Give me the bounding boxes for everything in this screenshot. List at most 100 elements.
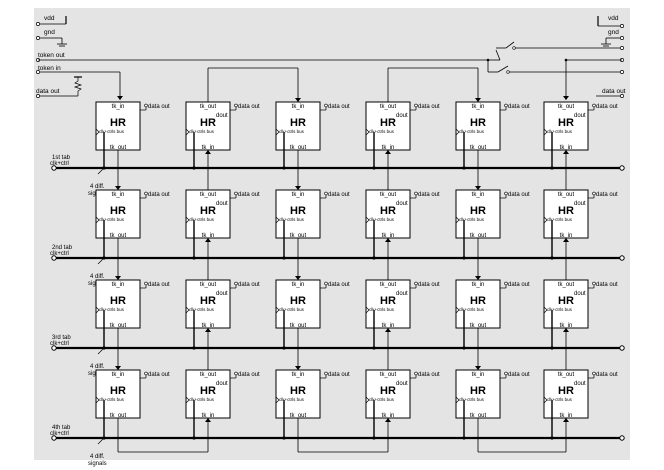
data-out-left-label: data out: [36, 88, 60, 95]
clock-input-marker: [95, 128, 100, 136]
cell-bus-label: clk+ctrls bus: [189, 397, 215, 402]
cell-data-out-label: data out: [148, 372, 170, 378]
data-out-terminal: [414, 371, 418, 376]
cell-bottom-port: tk_out: [470, 413, 487, 419]
cell-name: HR: [558, 295, 574, 307]
cell-data-out-label: data out: [328, 104, 350, 110]
clock-input-marker: [275, 306, 280, 314]
bus-slash: [97, 438, 104, 445]
cell-bus-label: clk+ctrls bus: [279, 307, 305, 312]
token-links: [117, 67, 567, 453]
arrow-head: [205, 328, 211, 332]
hr-cell-box: [543, 189, 589, 239]
cell-bottom-port: tk_out: [110, 233, 127, 239]
clock-input-marker: [543, 128, 548, 136]
cell-name: HR: [470, 385, 486, 397]
clock-input-marker: [455, 396, 460, 404]
cell-name: HR: [290, 385, 306, 397]
cell-dout-label: dout: [574, 201, 586, 207]
cell-bus-label: clk+ctrls bus: [369, 307, 395, 312]
cell-top-port: tk_out: [558, 192, 575, 198]
bus-junction: [282, 436, 286, 440]
clock-input-marker: [95, 306, 100, 314]
cell-name: HR: [380, 295, 396, 307]
bus-junction: [462, 346, 466, 350]
data-out-terminal: [592, 281, 596, 286]
data-out-terminal: [234, 281, 238, 286]
bus-terminal-right: [619, 165, 625, 171]
cell-name: HR: [110, 205, 126, 217]
bus-label: clk+ctrl: [50, 161, 69, 167]
clock-input-marker: [543, 396, 548, 404]
clock-input-marker: [455, 306, 460, 314]
cell-name: HR: [110, 117, 126, 129]
cell-dout-label: dout: [396, 381, 408, 387]
bus-slash: [97, 258, 104, 265]
bus-terminal-left: [51, 255, 57, 261]
cell-top-port: tk_in: [112, 104, 125, 110]
cell-name: HR: [558, 205, 574, 217]
data-out-terminal: [414, 281, 418, 286]
cell-dout-label: dout: [216, 291, 228, 297]
left-rails: vdd gnd token out token in data out: [36, 15, 123, 100]
bus-slash: [97, 348, 104, 355]
bus-terminal-left: [51, 165, 57, 171]
cell-data-out-label: data out: [328, 372, 350, 378]
cell-name: HR: [470, 205, 486, 217]
bus-terminal-right: [619, 345, 625, 351]
bus-junction: [192, 166, 196, 170]
right-rails: vdd gnd data out: [38, 15, 626, 100]
data-out-terminal: [324, 371, 328, 376]
bus-junction: [102, 166, 106, 170]
bus-junction: [192, 436, 196, 440]
clock-input-marker: [275, 396, 280, 404]
cell-bottom-port: tk_in: [560, 233, 573, 239]
cell-bus-label: clk+ctrls bus: [189, 307, 215, 312]
clock-input-marker: [185, 396, 190, 404]
data-out-terminal: [234, 103, 238, 108]
data-out-terminal: [504, 103, 508, 108]
cell-dout-label: dout: [574, 113, 586, 119]
data-out-terminal: [234, 191, 238, 196]
bus-signal-count: 4 diff.: [90, 184, 105, 190]
cell-bus-label: clk+ctrls bus: [459, 397, 485, 402]
cell-top-port: tk_out: [380, 372, 397, 378]
cell-bus-label: clk+ctrls bus: [369, 397, 395, 402]
bus-junction: [102, 436, 106, 440]
cell-top-port: tk_out: [558, 282, 575, 288]
cell-data-out-label: data out: [508, 282, 530, 288]
bus-junction: [372, 166, 376, 170]
cell-data-out-label: data out: [596, 372, 618, 378]
token-out-label: token out: [38, 52, 65, 59]
cell-bottom-port: tk_in: [202, 145, 215, 151]
bus-junction: [372, 436, 376, 440]
clock-input-marker: [455, 128, 460, 136]
data-out-terminal: [504, 281, 508, 286]
arrow-head: [385, 328, 391, 332]
bus-junction: [102, 256, 106, 260]
cell-top-port: tk_out: [380, 192, 397, 198]
clock-input-marker: [185, 128, 190, 136]
cell-bus-label: clk+ctrls bus: [547, 129, 573, 134]
cell-bottom-port: tk_in: [202, 413, 215, 419]
cell-bottom-port: tk_out: [290, 413, 307, 419]
clock-input-marker: [275, 216, 280, 224]
arrow-head: [115, 366, 121, 370]
clock-input-marker: [95, 216, 100, 224]
data-out-terminal: [144, 371, 148, 376]
cell-data-out-label: data out: [418, 282, 440, 288]
data-out-terminal: [414, 191, 418, 196]
cell-data-out-label: data out: [148, 192, 170, 198]
cell-bus-label: clk+ctrls bus: [99, 397, 125, 402]
cell-bottom-port: tk_in: [382, 323, 395, 329]
cell-data-out-label: data out: [328, 192, 350, 198]
cell-data-out-label: data out: [508, 192, 530, 198]
arrow-head: [563, 418, 569, 422]
gnd-label: gnd: [44, 29, 55, 36]
cell-bottom-port: tk_out: [110, 323, 127, 329]
